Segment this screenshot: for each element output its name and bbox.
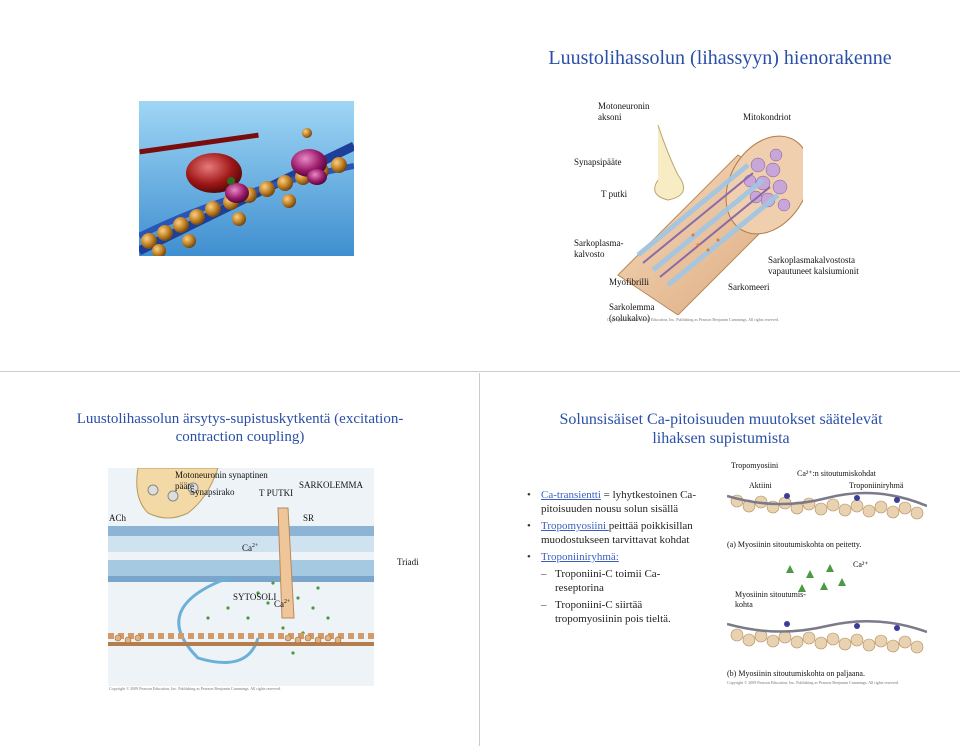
bullet-ca-transient: Ca-transientti = lyhytkestoinen Ca-pitoi… [527,488,697,516]
label-sarcomere: Sarkomeeri [728,282,770,292]
label-sarcolemma-caps: SARKOLEMMA [299,480,364,490]
label-actin: Aktiini [749,481,772,490]
label-myosin-binding-site: Myosiinin sitoutumis-kohta [735,590,806,609]
actin-filament-diagram-a [727,491,927,520]
slide3-title: Solunsisäiset Ca-pitoisuuden muutokset s… [559,411,883,448]
label-ca-ion-2: Ca2+ [274,599,291,609]
label-calcium-release: Sarkoplasmakalvostosta vapautuneet kalsi… [768,255,859,276]
bullet-tropomyosin: Tropomyosiini peittää poikkisillan muodo… [527,519,697,547]
label-ach: ACh [109,513,127,523]
label-tropomyosin: Tropomyosiini [731,461,779,470]
slide-excitation-contraction: Luustolihassolun ärsytys-supistuskytkent… [0,373,480,746]
label-mitochondria: Mitokondriot [743,112,792,122]
bullet-troponin: Troponiiniryhmä: [527,550,697,564]
muscle-fiber-illustration [617,125,803,315]
slide1-title: Luustolihassolun (lihassyyn) hienorakenn… [548,47,892,69]
neuromuscular-3d-render [139,101,354,256]
label-synaptic-end: Synapsipääte [574,157,622,167]
label-ca-binding-sites: Ca²⁺:n sitoutumiskohdat [797,469,876,478]
sub-bullet-troponin-c-moves: Troponiini-C siirtää tropomyosiinin pois… [527,598,697,626]
slide2-copyright: Copyright © 2009 Pearson Education, Inc.… [109,686,282,691]
label-sarcolemma: Sarkolemma (solukalvo) [609,302,655,323]
slide3-copyright: Copyright © 2009 Pearson Education, Inc.… [727,680,900,685]
slide2-title: Luustolihassolun ärsytys-supistuskytkent… [76,411,404,445]
label-sarcoplasmic-reticulum: Sarkoplasma-kalvosto [574,238,624,259]
actin-filament-diagram-b [727,619,927,654]
label-synaptic-terminal: Motoneuronin synaptinen pääte [175,470,268,491]
label-motoneuron-axon: Motoneuronin aksoni [598,101,650,122]
label-ca2-ion: Ca²⁺ [853,560,869,569]
link-tropomyosin[interactable]: Tropomyosiini [541,520,609,532]
label-troponin-complex: Troponiiniryhmä [849,481,904,490]
calcium-ions-cluster [786,564,846,592]
slide1-copyright: Copyright © 2009 Pearson Education, Inc.… [607,317,780,322]
label-panel-b: (b) Myosiinin sitoutumiskohta on paljaan… [727,669,865,678]
label-t-tubule: T putki [601,189,628,199]
label-synaptic-cleft: Synapsirako [190,487,235,497]
label-myofibril: Myofibrilli [609,277,649,287]
label-t-tubule-caps: T PUTKI [259,488,294,498]
link-troponin[interactable]: Troponiiniryhmä: [541,551,619,563]
label-cytosol: SYTOSOLI [233,592,277,602]
ec-coupling-diagram [108,468,374,686]
label-triad: Triadi [397,557,419,567]
label-panel-a: (a) Myosiinin sitoutumiskohta on peitett… [727,540,862,549]
slide-muscle-fine-structure: Luustolihassolun (lihassyyn) hienorakenn… [0,0,960,372]
label-sr: SR [303,513,315,523]
link-ca-transient[interactable]: Ca-transientti [541,489,601,501]
sub-bullet-troponin-c-receptor: Troponiini-C toimii Ca-reseptorina [527,567,697,595]
label-ca-ion-1: Ca2+ [242,543,259,553]
slide3-bullet-list: Ca-transientti = lyhytkestoinen Ca-pitoi… [527,488,697,629]
